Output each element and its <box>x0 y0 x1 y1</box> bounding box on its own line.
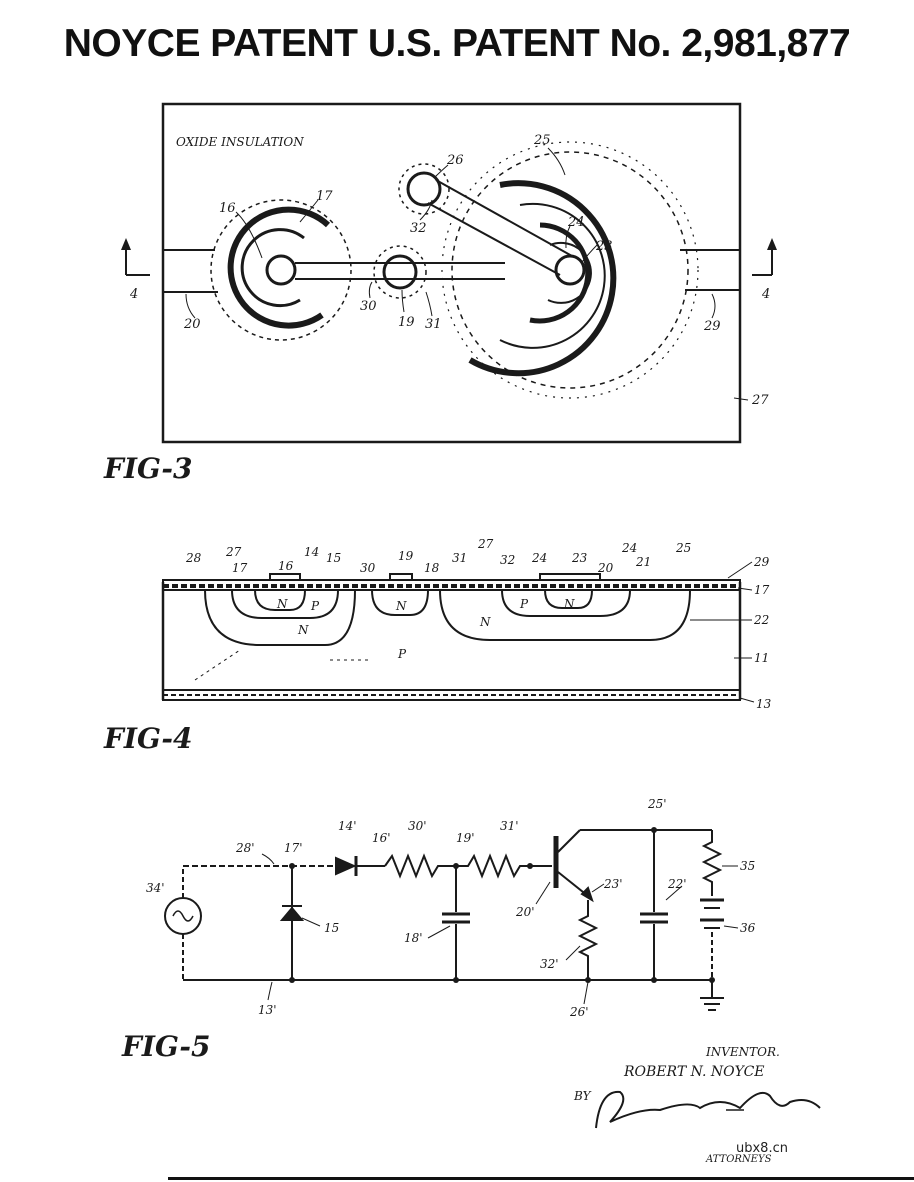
page-title: NOYCE PATENT U.S. PATENT No. 2,981,877 <box>63 22 851 65</box>
fig4-region: P <box>397 647 407 661</box>
fig5-ref: 31' <box>500 819 519 833</box>
fig5-ref: 20' <box>515 905 535 919</box>
fig4-ref: 30 <box>360 561 376 575</box>
fig3-ref: 20 <box>183 317 201 332</box>
fig5-ref: 19' <box>456 831 475 845</box>
fig4-ref: 27 <box>225 545 242 559</box>
fig4-ref: 15 <box>326 551 341 565</box>
fig4-region: N <box>395 599 407 613</box>
fig4-ref: 22 <box>753 613 769 627</box>
fig3-ref: 23 <box>595 239 613 254</box>
fig5-ref: 25' <box>647 797 667 811</box>
fig4-ref: 20 <box>597 561 614 575</box>
fig3-caption: FIG-3 <box>103 452 193 485</box>
fig4-ref: 25 <box>675 541 691 555</box>
fig4-ref: 13 <box>756 697 772 711</box>
fig4-ref: 16 <box>278 559 294 573</box>
by-label: BY <box>573 1089 592 1103</box>
fig4-region-labels: N P N N N P N P <box>276 597 575 661</box>
fig3-ref: 19 <box>398 315 415 330</box>
fig4-ref: 17 <box>754 583 770 597</box>
fig4-region: N <box>276 597 288 611</box>
fig4-region: P <box>310 599 320 613</box>
fig4-ref: 17 <box>232 561 248 575</box>
fig4-ref-labels: 28 27 17 16 14 15 30 19 18 31 27 32 24 2… <box>185 537 772 711</box>
fig4-ref: 31 <box>452 551 467 565</box>
bottom-rule <box>168 1177 914 1180</box>
fig4-ref: 24 <box>621 541 637 555</box>
fig4-drawing <box>161 561 755 703</box>
fig5-ref: 18' <box>404 931 423 945</box>
fig5-ref: 14' <box>338 819 357 833</box>
fig4-ref: 29 <box>753 555 770 569</box>
fig4-region: N <box>563 597 575 611</box>
fig3-ref: 26 <box>446 153 464 168</box>
fig3-ref-labels: 16 17 20 30 19 31 26 32 25 24 23 29 27 4… <box>129 133 770 408</box>
fig5-ref: 17' <box>284 841 303 855</box>
fig4-ref: 18 <box>424 561 440 575</box>
fig5-ref: 15 <box>324 921 339 935</box>
fig4-ref: 24 <box>531 551 547 565</box>
fig5-drawing <box>164 829 739 1011</box>
fig3-section-mark: 4 <box>761 287 770 302</box>
fig4-region: N <box>479 615 491 629</box>
attorney-signature <box>595 1090 821 1129</box>
fig3-section-mark: 4 <box>129 287 138 302</box>
fig5-ref: 34' <box>146 881 165 895</box>
fig3-ref: 24 <box>567 215 585 230</box>
fig5-caption: FIG-5 <box>121 1030 211 1063</box>
fig5-ref: 36 <box>740 921 756 935</box>
fig5-ref: 23' <box>603 877 623 891</box>
fig4-ref: 19 <box>398 549 414 563</box>
inventor-label: INVENTOR. <box>705 1045 780 1059</box>
watermark: ubx8.cn <box>736 1141 788 1156</box>
fig3-ref: 29 <box>703 319 721 334</box>
fig5-ref: 30' <box>408 819 427 833</box>
fig3-ref: 27 <box>751 393 769 408</box>
fig3-ref: 30 <box>360 299 377 314</box>
fig5-ref: 13' <box>258 1003 277 1017</box>
fig4-caption: FIG-4 <box>103 722 193 755</box>
fig3-ref: 31 <box>425 317 442 332</box>
fig5-ref-labels: 34' 28' 17' 14' 16' 30' 19' 31' 25' 35 2… <box>146 797 756 1019</box>
fig3-oxide-label: OXIDE INSULATION <box>176 135 304 149</box>
attorneys-label: ATTORNEYS <box>705 1154 772 1165</box>
fig3-drawing <box>121 102 777 444</box>
fig5-ref: 32' <box>540 957 559 971</box>
fig3-ref: 32 <box>410 221 427 236</box>
fig3-ref: 17 <box>316 189 333 204</box>
fig5-ref: 16' <box>372 831 391 845</box>
fig4-region: N <box>297 623 309 637</box>
fig4-ref: 11 <box>754 651 769 665</box>
fig4-region: P <box>519 597 529 611</box>
fig3-ref: 25 <box>533 133 551 148</box>
fig4-ref: 21 <box>635 555 651 569</box>
fig5-junctions <box>289 827 715 983</box>
fig4-ref: 27 <box>477 537 494 551</box>
fig4-ref: 28 <box>185 551 202 565</box>
fig5-ref: 35 <box>740 859 755 873</box>
fig4-ref: 14 <box>304 545 319 559</box>
fig3-ref: 16 <box>219 201 236 216</box>
inventor-name: ROBERT N. NOYCE <box>623 1064 765 1080</box>
fig5-ref: 22' <box>667 877 687 891</box>
fig5-ref: 28' <box>235 841 255 855</box>
fig5-ref: 26' <box>569 1005 589 1019</box>
fig4-ref: 32 <box>500 553 515 567</box>
signature-block: INVENTOR. ROBERT N. NOYCE BY ATTORNEYS <box>573 1045 821 1165</box>
fig4-ref: 23 <box>571 551 588 565</box>
